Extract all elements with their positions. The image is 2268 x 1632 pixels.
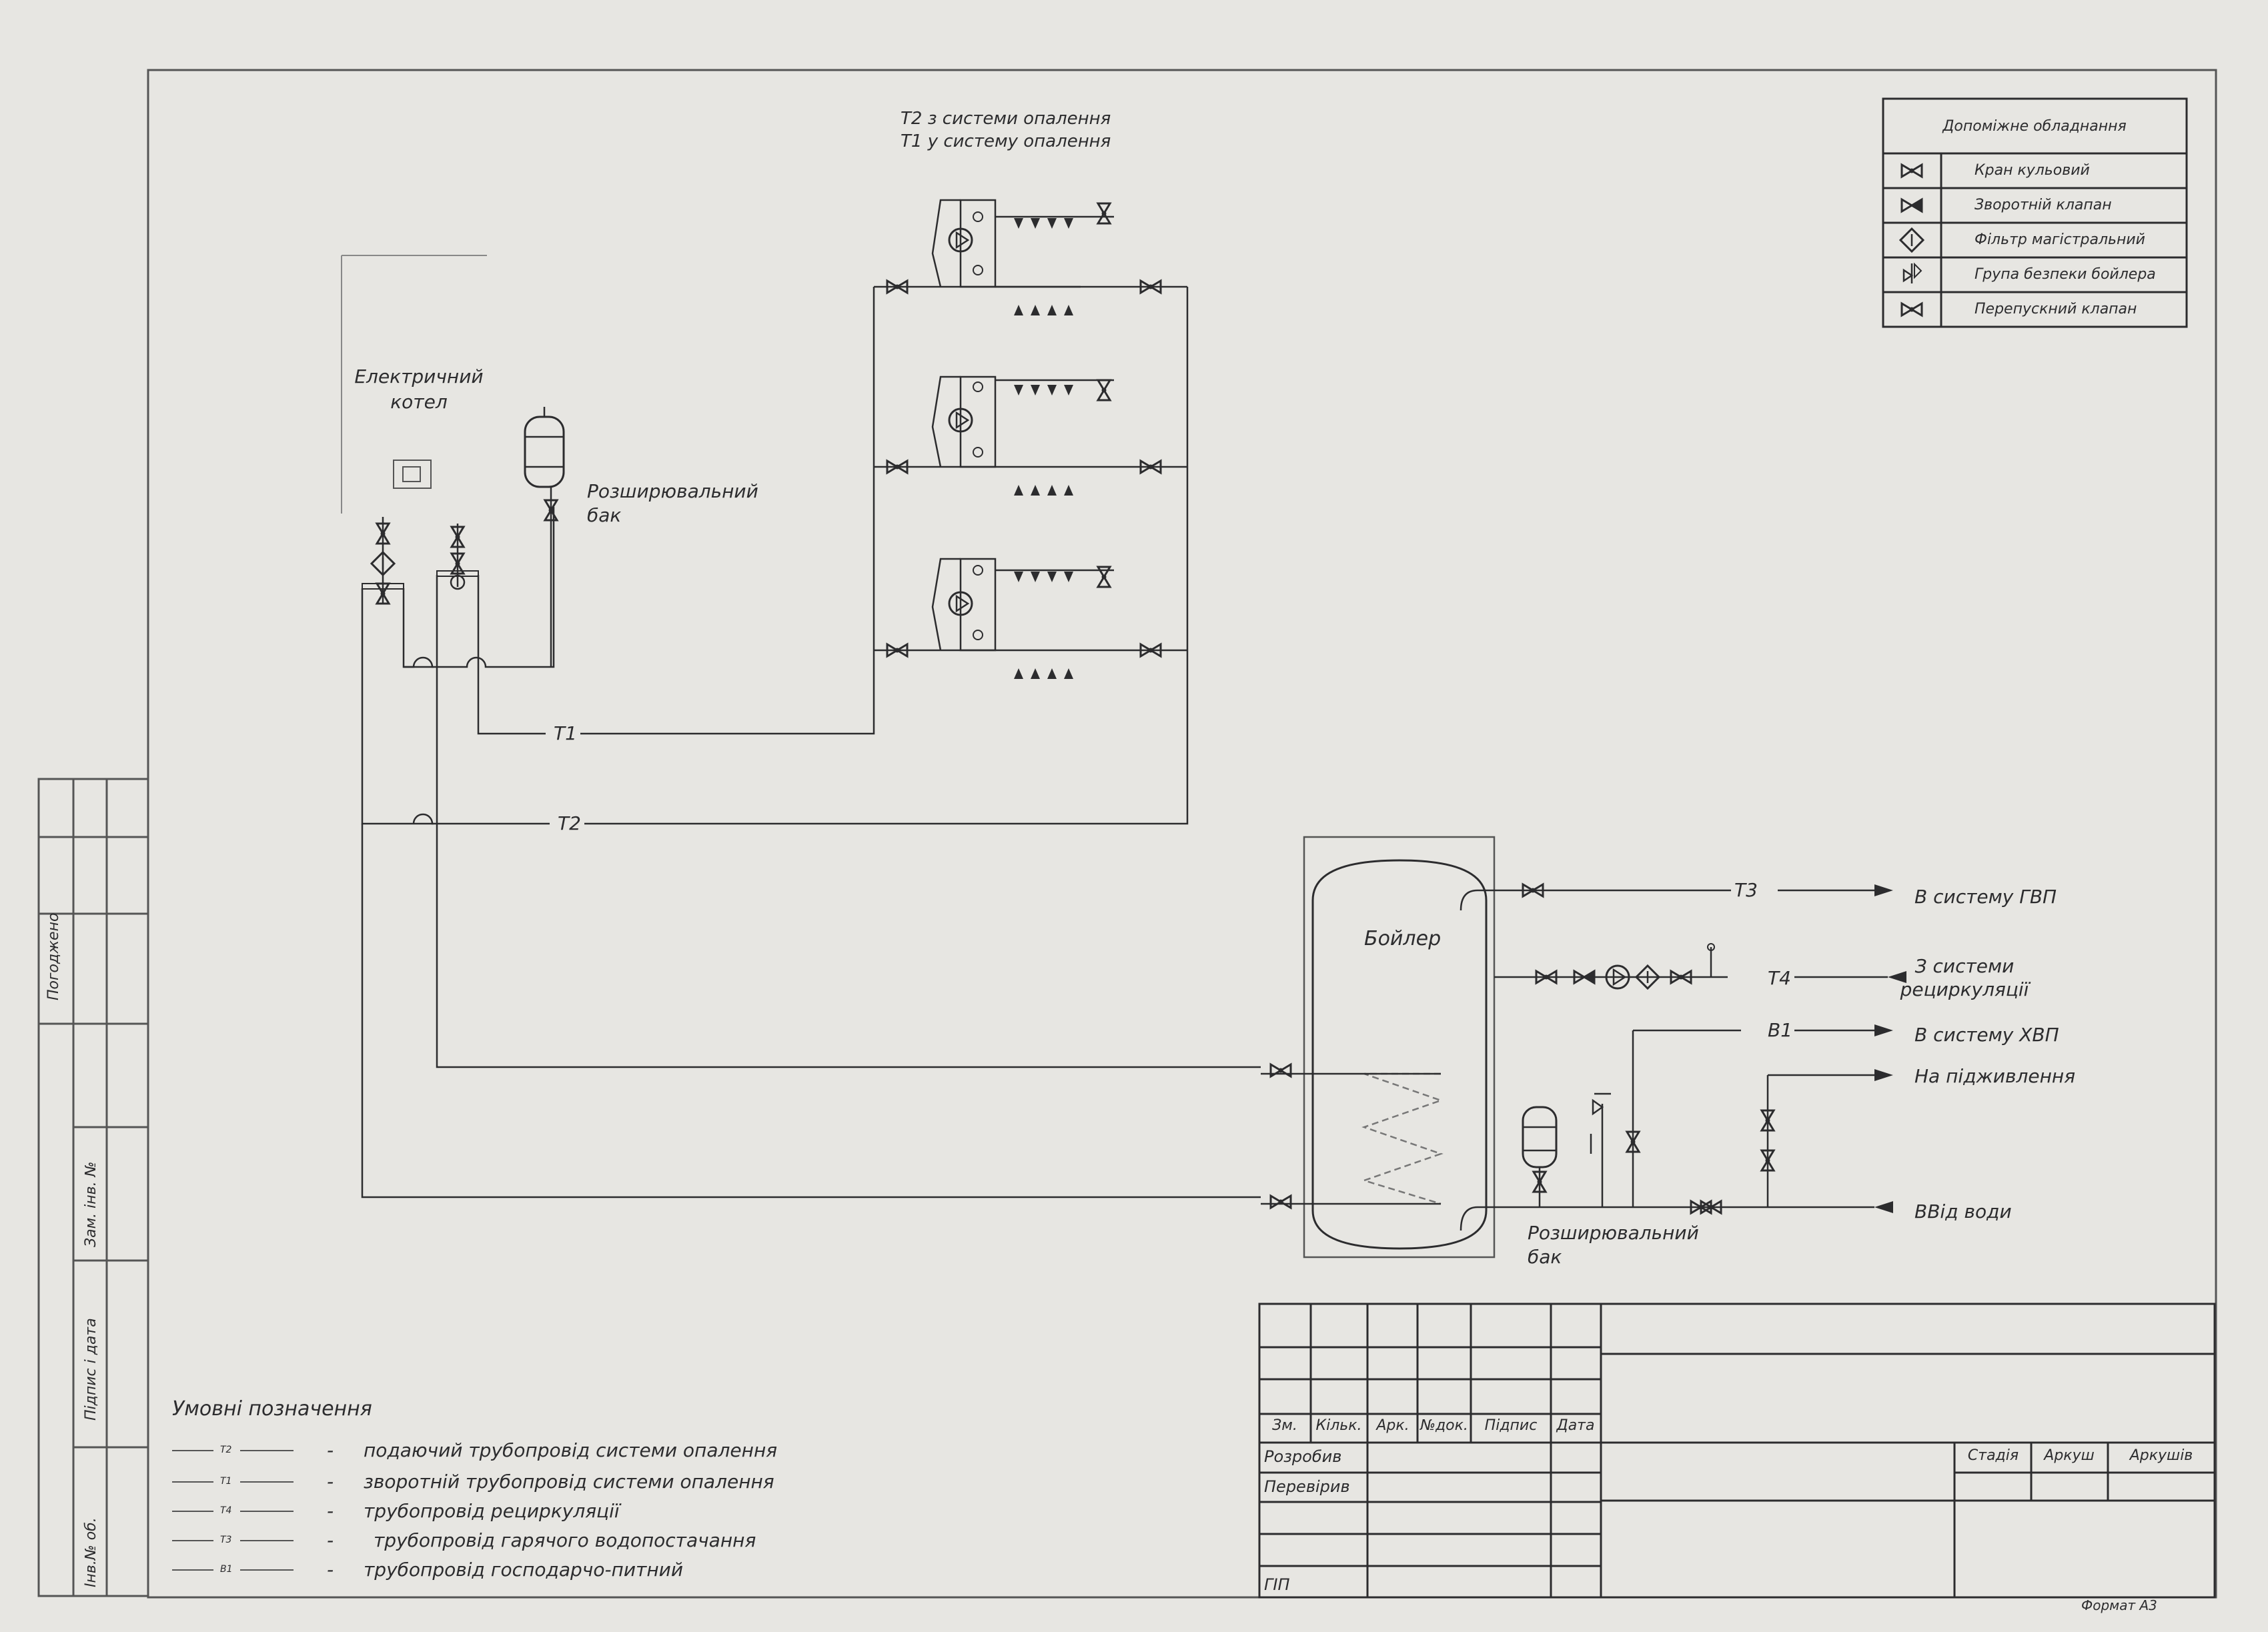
pipe-label-t2: Т2: [558, 812, 581, 834]
heating-supply-label-2: Т1 у систему опалення: [901, 131, 1111, 151]
stamp-replaced: Зам. інв. №: [83, 1161, 99, 1248]
aux-item-safety-group: Група безпеки бойлера: [1974, 266, 2156, 283]
stamp-agreed: Погоджено: [45, 912, 62, 1000]
tb-header-signature: Підпис: [1484, 1417, 1538, 1434]
legend-code: Т3: [220, 1535, 232, 1545]
tb-stage: Стадія: [1967, 1447, 2019, 1464]
heating-loop-1: [874, 199, 1187, 288]
tb-header-zm: Зм.: [1272, 1417, 1297, 1434]
tb-header-docno: №док.: [1420, 1417, 1468, 1434]
expansion-tank-dhw-label-2: бак: [1528, 1246, 1562, 1268]
pipe-label-t3: Т3: [1734, 879, 1758, 901]
boiler-piping: [361, 287, 1261, 1198]
electric-boiler-label-2: котел: [390, 391, 448, 413]
water-heater-label: Бойлер: [1364, 927, 1442, 950]
tb-header-sheet: Арк.: [1376, 1417, 1409, 1434]
tb-header-qty: Кільк.: [1315, 1417, 1362, 1434]
dest-recirc-2: рециркуляції: [1900, 978, 2029, 1000]
boiler-icon: [393, 460, 432, 489]
aux-table-title: Допоміжне обладнання: [1942, 118, 2127, 135]
legend-desc: трубопровід рециркуляції: [364, 1500, 620, 1522]
legend-desc: подаючий трубопровід системи опалення: [364, 1439, 778, 1461]
side-stamp-grid: [37, 778, 149, 1597]
dest-hvp: В систему ХВП: [1914, 1024, 2059, 1046]
pipe-label-t4: Т4: [1768, 967, 1791, 989]
heating-supply-label-1: Т2 з системи опалення: [901, 109, 1111, 129]
legend-dash: -: [327, 1559, 334, 1581]
legend-dash: -: [327, 1500, 334, 1522]
expansion-tank-heating: [524, 407, 565, 667]
tb-header-date: Дата: [1556, 1417, 1595, 1434]
legend-desc: трубопровід гарячого водопостачання: [374, 1529, 756, 1551]
pipe-label-b1: В1: [1768, 1019, 1793, 1041]
stamp-signature: Підпис і дата: [83, 1318, 99, 1421]
dest-gvp: В систему ГВП: [1914, 886, 2057, 908]
title-block-grid: [1258, 1303, 2216, 1599]
stamp-inventory: Інв.№ об.: [83, 1517, 99, 1587]
legend-lines: [172, 1450, 294, 1571]
aux-item-filter: Фільтр магістральний: [1974, 231, 2145, 248]
expansion-tank-dhw: [1522, 1106, 1558, 1207]
aux-icons: [1899, 163, 1924, 317]
pipe-label-t1: Т1: [554, 722, 577, 744]
expansion-tank-dhw-label-1: Розширювальний: [1528, 1222, 1699, 1244]
legend-desc: трубопровід господарчо-питний: [364, 1559, 684, 1581]
tb-sheet: Аркуш: [2044, 1447, 2095, 1464]
legend-dash: -: [327, 1529, 334, 1551]
heating-loop-3: [874, 558, 1187, 652]
tb-developed: Розробив: [1264, 1447, 1342, 1466]
aux-item-bypass-valve: Перепускний клапан: [1974, 301, 2137, 317]
legend-dash: -: [327, 1471, 334, 1493]
legend-code: Т4: [220, 1505, 232, 1516]
tb-checked: Перевірив: [1264, 1477, 1350, 1496]
dest-feed: На підживлення: [1914, 1065, 2076, 1087]
legend-desc: зворотній трубопровід системи опалення: [364, 1471, 774, 1493]
tb-chief: ГІП: [1264, 1575, 1290, 1594]
legend-code: Т2: [220, 1445, 232, 1455]
boiler-valve-group-right: [436, 524, 667, 735]
dest-recirc-1: З системи: [1914, 955, 2015, 977]
legend-dash: -: [327, 1439, 334, 1461]
drawing-frame: [147, 69, 2217, 1599]
aux-item-ball-valve: Кран кульовий: [1974, 162, 2090, 179]
tb-sheets: Аркушів: [2129, 1447, 2193, 1464]
water-heater-tank: [1261, 836, 1496, 1259]
legend-code: В1: [220, 1564, 233, 1575]
legend-code: Т1: [220, 1476, 232, 1487]
expansion-tank-label-2: бак: [587, 504, 622, 526]
expansion-tank-label-1: Розширювальний: [587, 480, 758, 502]
heating-loop-2: [874, 375, 1187, 468]
legend-title: Умовні позначення: [172, 1397, 372, 1421]
format-label: Формат А3: [2081, 1597, 2157, 1613]
aux-equipment-table: [1882, 97, 2188, 328]
electric-boiler-label-1: Електричний: [354, 365, 484, 387]
aux-item-check-valve: Зворотній клапан: [1974, 197, 2112, 213]
boiler-valve-group-left: [361, 517, 434, 825]
dest-inlet: ВВід води: [1914, 1200, 2012, 1222]
